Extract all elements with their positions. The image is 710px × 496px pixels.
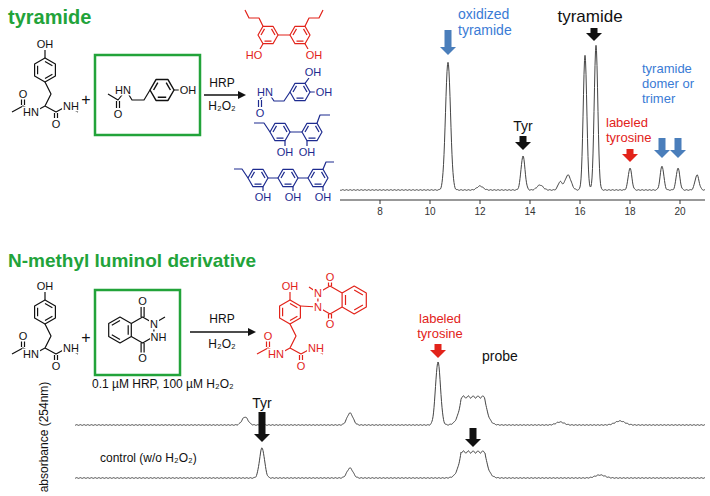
atom-label: NH bbox=[62, 101, 80, 112]
peak-label: Tyr bbox=[252, 395, 271, 411]
atom-label: HN bbox=[256, 87, 274, 98]
tick-label: 20 bbox=[674, 206, 685, 218]
atom-label: OH bbox=[284, 192, 303, 203]
section-title: tyramide bbox=[8, 6, 91, 29]
peak-marker bbox=[622, 149, 638, 162]
peak-marker bbox=[654, 138, 670, 158]
atom-label: O bbox=[51, 361, 62, 372]
tick-label: 16 bbox=[574, 206, 585, 218]
luminol-structure bbox=[109, 307, 165, 353]
labeled-product-ring bbox=[290, 26, 310, 43]
atom-label: O bbox=[296, 361, 307, 372]
reagent-label: HRP bbox=[209, 313, 234, 327]
time-axis bbox=[340, 200, 705, 204]
reagent-label: H₂O₂ bbox=[208, 100, 235, 114]
atom-label: OH bbox=[315, 87, 334, 98]
atom-label: O bbox=[255, 108, 266, 119]
atom-label: OH bbox=[281, 281, 300, 292]
labeled-product-bonds bbox=[300, 281, 366, 319]
probe-box bbox=[95, 290, 180, 375]
peak-label: tyramide domer or trimer bbox=[642, 62, 702, 107]
peak-label: tyramide bbox=[557, 7, 622, 27]
atom-label: N bbox=[313, 288, 323, 299]
trace-label: control (w/o H₂O₂) bbox=[100, 452, 197, 466]
atom-label: HN bbox=[267, 349, 285, 360]
atom-label: O bbox=[113, 109, 124, 120]
section-title: N-methyl luminol derivative bbox=[8, 250, 256, 272]
side-product-ring bbox=[270, 123, 290, 140]
labeled-product-ring bbox=[258, 26, 278, 43]
peak-marker bbox=[440, 30, 456, 55]
atom-label: OH bbox=[304, 67, 323, 78]
atom-label: OH bbox=[36, 281, 55, 292]
atom-label: OH bbox=[305, 50, 324, 61]
atom-label: O bbox=[325, 319, 336, 330]
reaction-arrowhead bbox=[248, 328, 256, 336]
reaction-arrowhead bbox=[238, 91, 246, 99]
tick-label: 12 bbox=[474, 206, 485, 218]
peak-label: oxidized tyramide bbox=[458, 6, 526, 38]
peak-marker bbox=[465, 428, 481, 447]
side-product-ring bbox=[302, 123, 322, 140]
atom-label: NH bbox=[150, 331, 168, 342]
peak-marker bbox=[515, 136, 531, 150]
chromatogram-trace bbox=[340, 45, 705, 190]
atom-label: OH bbox=[179, 85, 198, 96]
labeled-product-bonds bbox=[245, 10, 323, 49]
peak-label: labeled tyrosine bbox=[606, 116, 662, 146]
peak-marker bbox=[254, 412, 270, 442]
side-product-bonds bbox=[234, 78, 334, 191]
atom-label: OH bbox=[254, 192, 273, 203]
chromatogram-trace bbox=[75, 448, 705, 479]
tick-label: 18 bbox=[624, 206, 635, 218]
atom-label: OH bbox=[36, 39, 55, 50]
atom-label: HN bbox=[114, 85, 132, 96]
reaction-arrow bbox=[204, 94, 238, 95]
atom-label: HN bbox=[22, 107, 40, 118]
side-product-ring bbox=[290, 83, 310, 100]
atom-label: NH bbox=[307, 343, 325, 354]
peak-label: probe bbox=[482, 348, 518, 364]
axis-title: absorbance (254nm) bbox=[38, 382, 52, 493]
tick-label: 8 bbox=[377, 206, 383, 218]
side-product-ring bbox=[278, 169, 298, 186]
atom-label: OH bbox=[298, 147, 317, 158]
side-product-ring bbox=[248, 169, 268, 186]
side-product-ring bbox=[308, 169, 328, 186]
reagent-label: HRP bbox=[209, 77, 234, 91]
atom-label: O bbox=[263, 331, 274, 342]
plus-sign: + bbox=[81, 329, 90, 347]
atom-label: O bbox=[51, 119, 62, 130]
atom-label: O bbox=[18, 89, 29, 100]
atom-label: NH bbox=[62, 343, 80, 354]
peak-marker bbox=[586, 28, 602, 41]
trace-label: 0.1 µM HRP, 100 µM H₂O₂ bbox=[92, 378, 234, 392]
reaction-arrow bbox=[190, 331, 248, 332]
peak-label: labeled tyrosine bbox=[412, 312, 468, 342]
atom-label: HN bbox=[22, 349, 40, 360]
plus-sign: + bbox=[81, 91, 90, 109]
atom-label: O bbox=[137, 353, 148, 364]
atom-label: OH bbox=[314, 192, 333, 203]
chromatogram-trace bbox=[75, 362, 705, 425]
peak-label: Tyr bbox=[513, 118, 532, 134]
atom-label: O bbox=[18, 331, 29, 342]
tick-label: 14 bbox=[524, 206, 535, 218]
tyramide-ring bbox=[150, 80, 174, 101]
peak-marker bbox=[430, 344, 446, 358]
probe-box bbox=[95, 55, 200, 135]
atom-label: HO bbox=[245, 50, 264, 61]
peak-marker bbox=[670, 138, 686, 158]
atom-label: N bbox=[313, 302, 323, 313]
atom-label: OH bbox=[276, 147, 295, 158]
reagent-label: H₂O₂ bbox=[208, 338, 235, 352]
atom-label: N bbox=[149, 318, 159, 329]
atom-label: O bbox=[137, 296, 148, 307]
atom-label: O bbox=[325, 272, 336, 283]
tick-label: 10 bbox=[424, 206, 435, 218]
